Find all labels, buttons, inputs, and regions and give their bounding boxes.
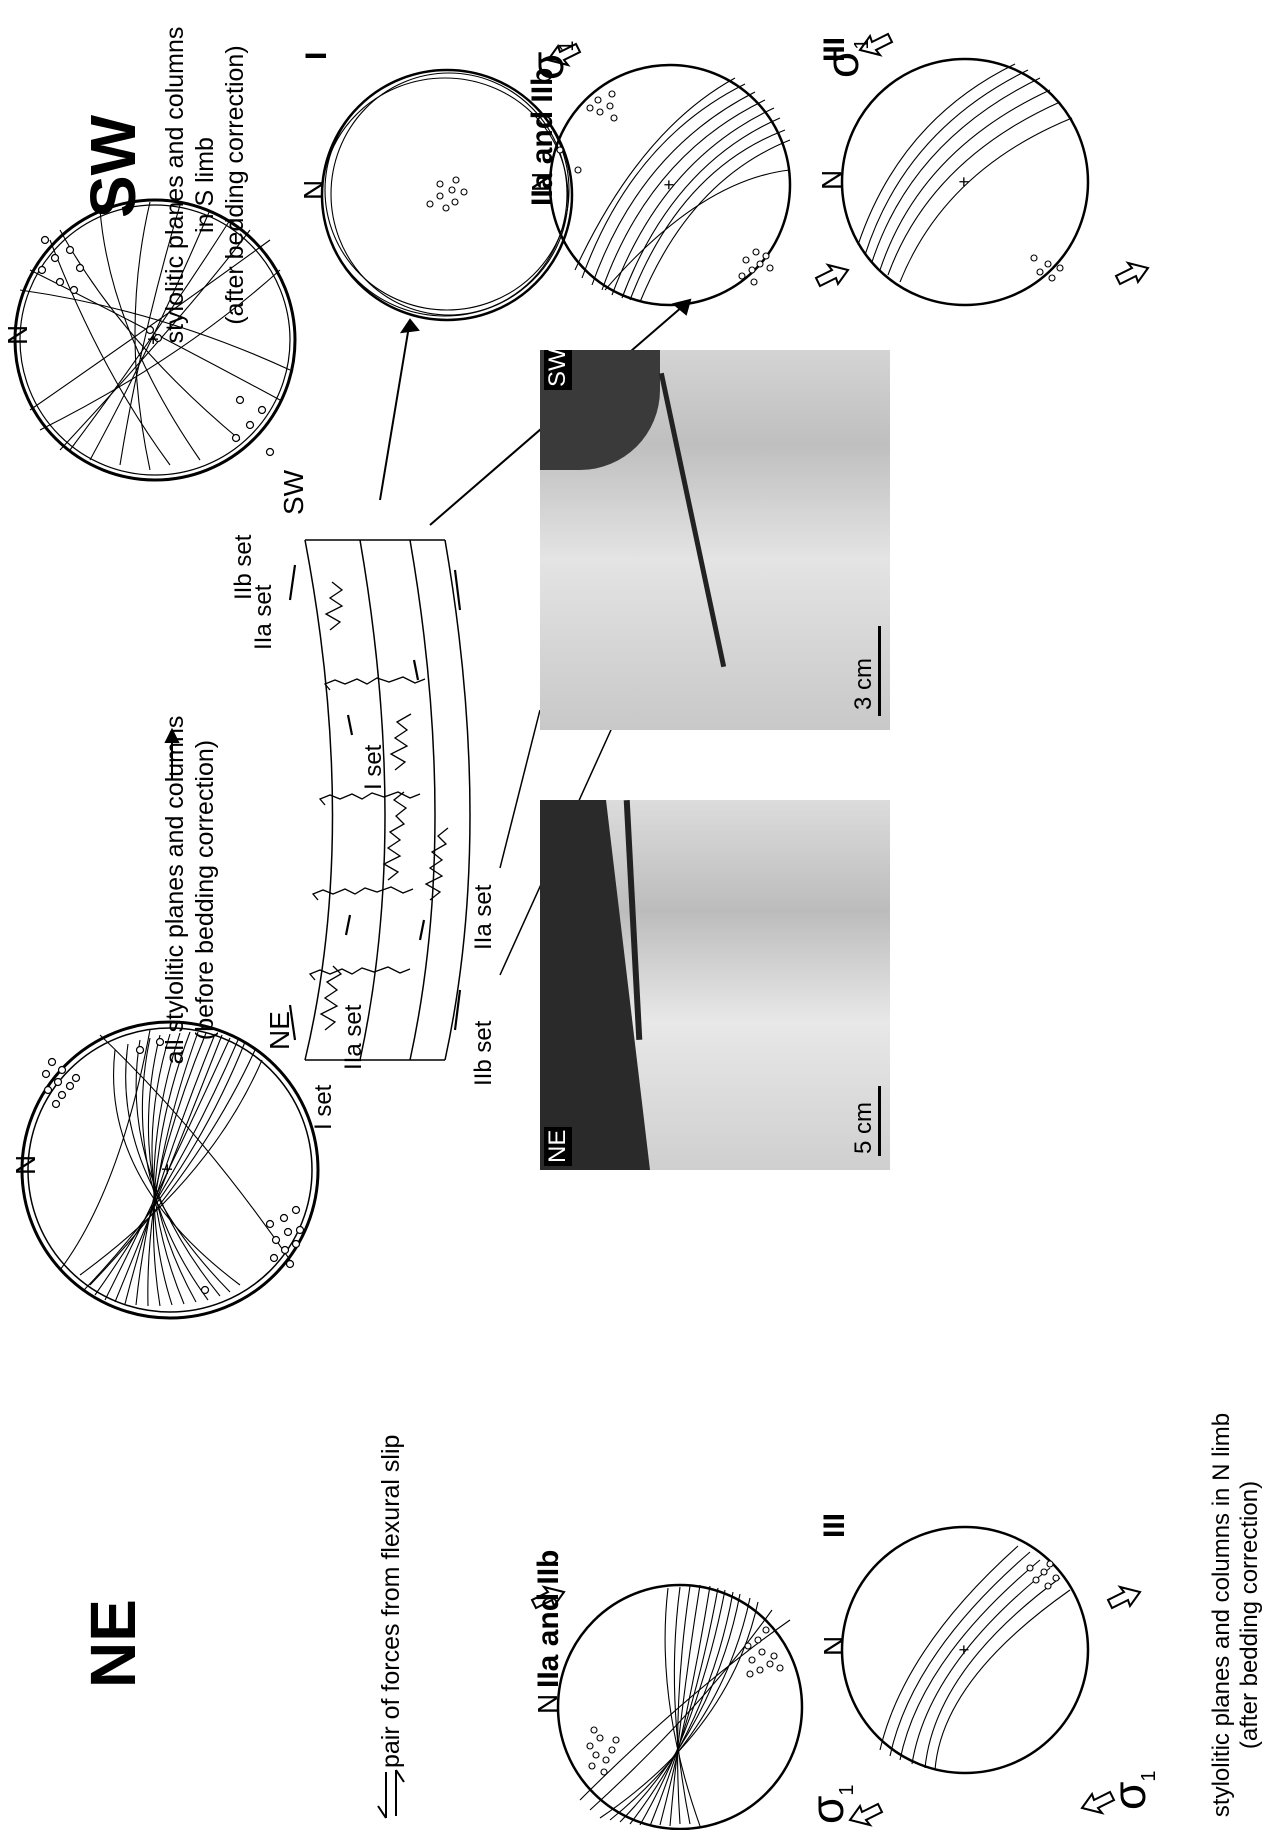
stereonet-n-set-iia-iib bbox=[558, 1585, 802, 1829]
svg-text:+: + bbox=[157, 1163, 179, 1175]
set-iia-iib-title-n: IIa and IIb bbox=[532, 1550, 566, 1688]
iib-set-label-right: IIb set bbox=[230, 535, 258, 600]
iia-set-label-bottom: IIa set bbox=[470, 885, 498, 950]
set-iii-title-n: III bbox=[818, 1513, 852, 1538]
svg-text:+: + bbox=[954, 1644, 974, 1655]
stereonet-sw-set-iii: + bbox=[842, 59, 1088, 305]
svg-text:+: + bbox=[659, 179, 679, 190]
set-iia-iib-title-sw: IIa and IIb bbox=[526, 68, 560, 206]
sigma-label-n-iii: σ1 bbox=[1102, 1770, 1161, 1810]
photo-sw-outcrop: SW 3 cm bbox=[540, 350, 890, 730]
sigma-label-sw-ii: σ1 bbox=[520, 40, 579, 80]
photo-sw-scale-bar bbox=[878, 626, 881, 716]
north-label-n-iia: N bbox=[532, 1694, 564, 1714]
svg-text:+: + bbox=[143, 333, 165, 345]
photo-ne-corner-label: NE bbox=[544, 1127, 572, 1166]
north-label-sw-iii: N bbox=[816, 170, 848, 190]
stereonet-sw-set-iia-iib: + bbox=[550, 65, 790, 305]
set-i-title: I bbox=[300, 52, 334, 60]
svg-text:+: + bbox=[954, 176, 974, 187]
sigma-label-n-ii: σ1 bbox=[800, 1784, 859, 1824]
photo-ne-outcrop: NE 5 cm bbox=[540, 800, 890, 1170]
iia-set-label-left: IIa set bbox=[340, 1005, 368, 1070]
north-label-n-iii: N bbox=[818, 1636, 850, 1656]
north-label-all-ne: N bbox=[10, 1155, 42, 1175]
photo-sw-scale-label: 3 cm bbox=[850, 658, 878, 710]
fold-sketch bbox=[290, 540, 470, 1060]
poles-all-sw bbox=[39, 237, 274, 456]
i-set-label-left: I set bbox=[310, 1085, 338, 1130]
photo-ne-scale-bar bbox=[878, 1086, 881, 1156]
iib-set-label-left: IIb set bbox=[470, 1021, 498, 1086]
photo-ne-scale-label: 5 cm bbox=[850, 1102, 878, 1154]
stereonet-all-sw: + bbox=[15, 200, 295, 480]
i-set-label-center: I set bbox=[360, 745, 388, 790]
north-label-all-sw: N bbox=[2, 325, 34, 345]
north-label-sw-i: N bbox=[298, 180, 330, 200]
sigma-label-sw-iii: σ1 bbox=[815, 38, 874, 78]
stereonet-all-ne: + bbox=[22, 1022, 318, 1318]
photo-sw-corner-label: SW bbox=[544, 350, 572, 390]
photo-sw-stylolite bbox=[659, 373, 726, 667]
stereonet-n-set-iii: + bbox=[842, 1527, 1088, 1773]
sw-label-all: SW bbox=[278, 470, 310, 515]
ne-label-all: NE bbox=[264, 1011, 296, 1050]
